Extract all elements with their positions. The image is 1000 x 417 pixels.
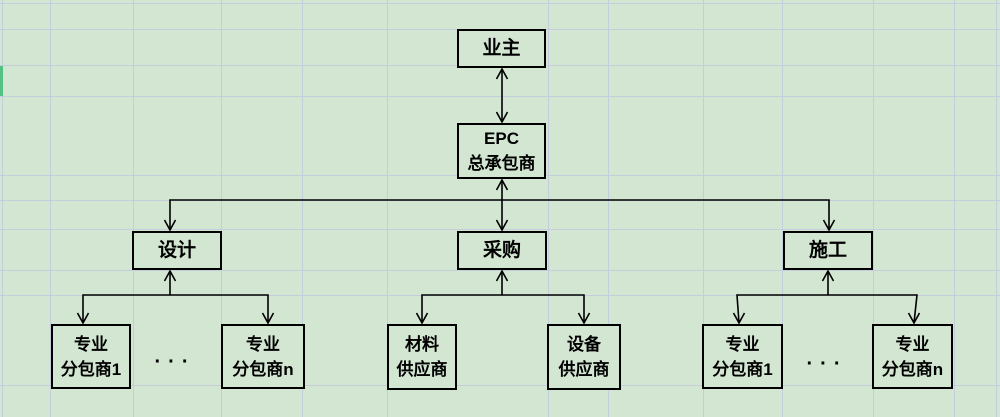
node-equipment-supplier-line1: 设备 — [567, 335, 601, 354]
node-construction-subcontractor-1-line1: 专业 — [725, 334, 760, 354]
node-procurement[interactable]: 采购 — [457, 231, 547, 270]
node-design-subcontractor-n[interactable]: 专业 分包商n — [221, 324, 305, 389]
node-design-label: 设计 — [157, 240, 196, 261]
node-construction-label: 施工 — [808, 240, 847, 261]
node-design-subcontractor-n-line1: 专业 — [246, 334, 280, 354]
node-construction-subcontractor-1-line2: 分包商1 — [712, 359, 773, 379]
node-owner-label: 业主 — [482, 38, 521, 59]
node-design-subcontractor-n-line2: 分包商n — [232, 359, 294, 379]
node-owner[interactable]: 业主 — [457, 29, 546, 68]
node-design[interactable]: 设计 — [132, 231, 222, 270]
node-procurement-label: 采购 — [482, 240, 521, 261]
node-construction[interactable]: 施工 — [783, 231, 873, 270]
ellipsis-design-subcontractors: ··· — [154, 351, 196, 373]
ellipsis-construction-subcontractors: ··· — [806, 353, 848, 375]
node-design-subcontractor-1[interactable]: 专业 分包商1 — [51, 324, 131, 389]
node-design-subcontractor-1-line1: 专业 — [74, 334, 108, 354]
node-design-subcontractor-1-line2: 分包商1 — [60, 359, 122, 379]
left-edge-accent-strip — [0, 66, 3, 96]
node-material-supplier-line1: 材料 — [405, 335, 439, 354]
node-construction-subcontractor-n-line1: 专业 — [895, 334, 930, 354]
node-equipment-supplier[interactable]: 设备 供应商 — [547, 324, 621, 390]
node-material-supplier[interactable]: 材料 供应商 — [387, 324, 457, 390]
node-material-supplier-line2: 供应商 — [396, 360, 448, 379]
node-construction-subcontractor-n-line2: 分包商n — [881, 359, 944, 379]
node-epc-label-line1: EPC — [484, 129, 519, 148]
node-construction-subcontractor-1[interactable]: 专业 分包商1 — [702, 324, 783, 389]
node-construction-subcontractor-n[interactable]: 专业 分包商n — [872, 324, 953, 389]
node-epc-label-line2: 总承包商 — [467, 154, 536, 173]
node-epc-contractor[interactable]: EPC 总承包商 — [457, 123, 546, 179]
node-equipment-supplier-line2: 供应商 — [558, 360, 610, 379]
